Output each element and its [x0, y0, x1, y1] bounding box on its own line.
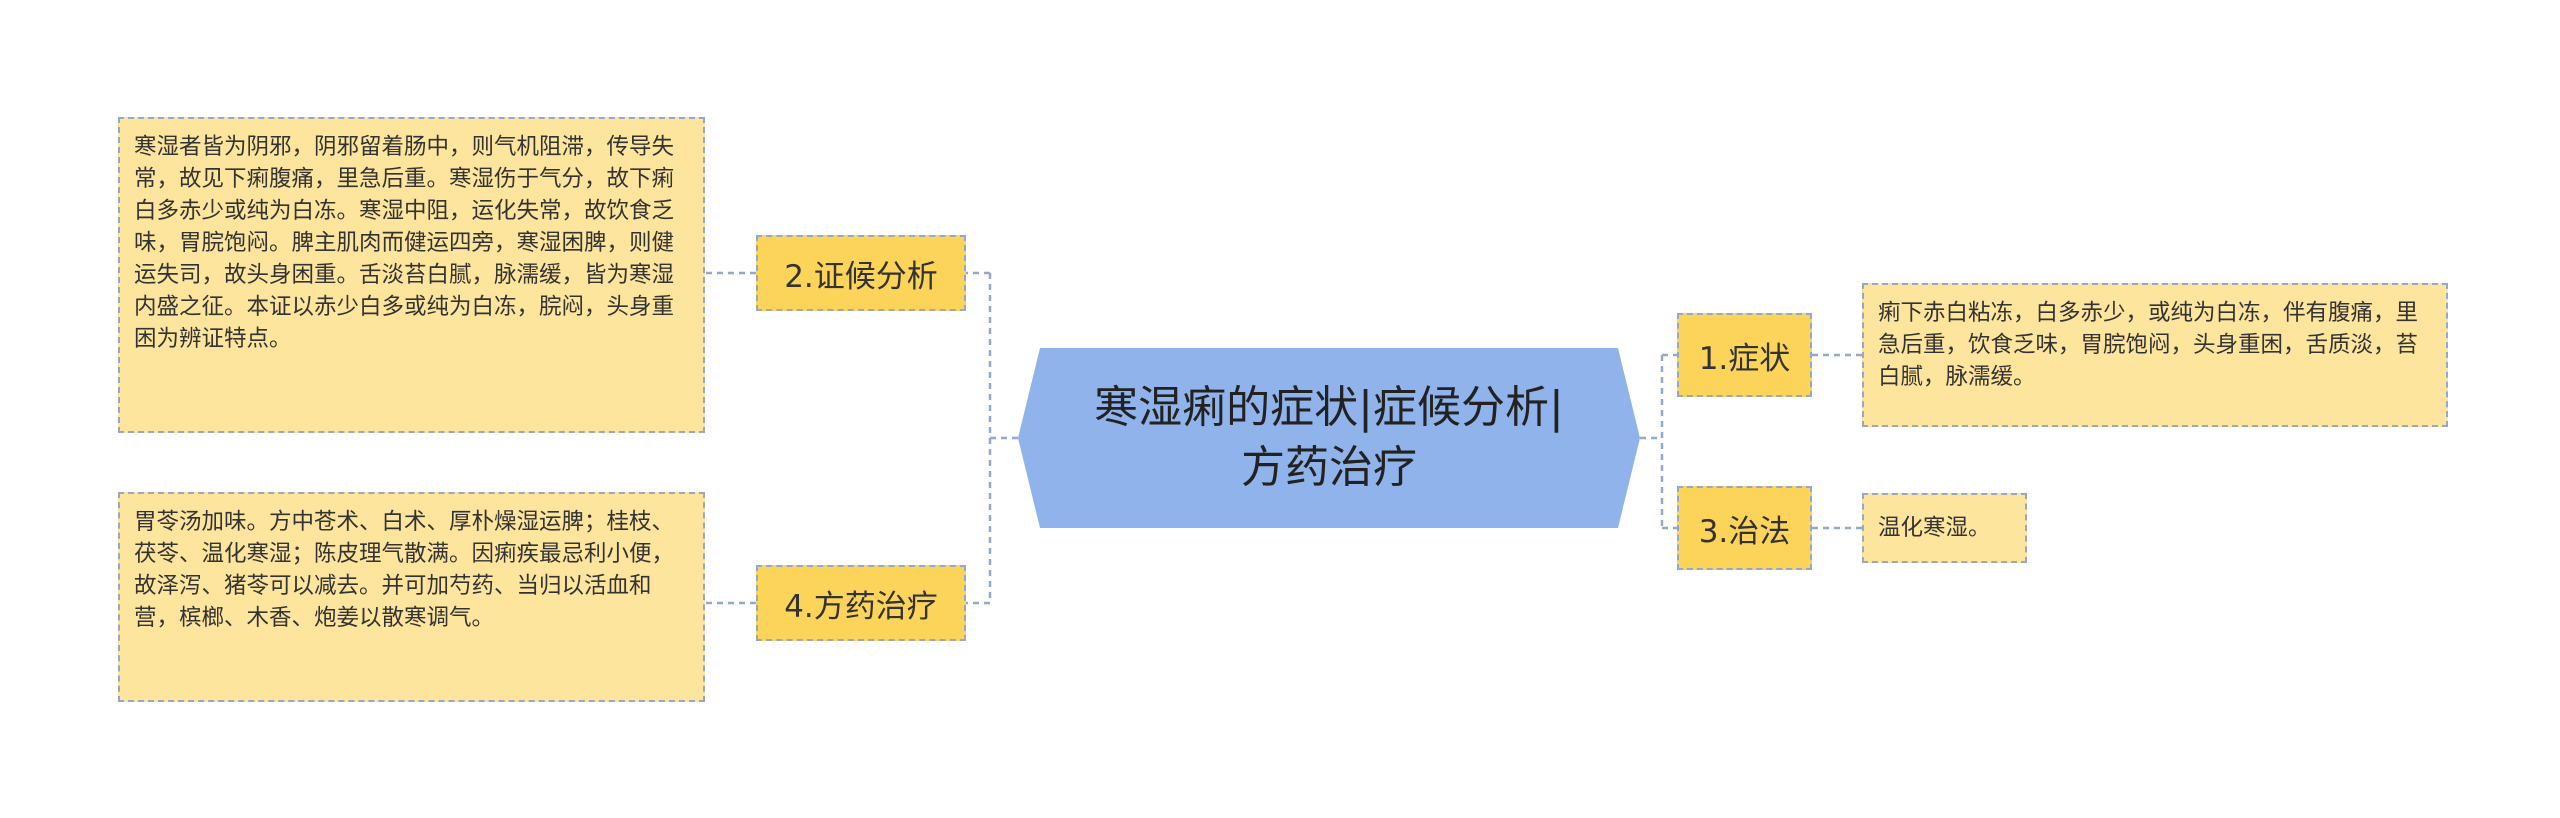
branch-treatment-method[interactable]: 3.治法 [1677, 486, 1812, 570]
leaf-prescription[interactable]: 胃苓汤加味。方中苍术、白术、厚朴燥湿运脾；桂枝、茯苓、温化寒湿；陈皮理气散满。因… [118, 492, 705, 702]
leaf-syndrome-analysis[interactable]: 寒湿者皆为阴邪，阴邪留着肠中，则气机阻滞，传导失常，故见下痢腹痛，里急后重。寒湿… [118, 117, 705, 433]
leaf-treatment-method-text: 温化寒湿。 [1878, 515, 1991, 541]
central-topic-label: 寒湿痢的症状|症候分析|方药治疗 [1094, 382, 1564, 493]
leaf-treatment-method[interactable]: 温化寒湿。 [1862, 493, 2027, 563]
leaf-symptoms-text: 痢下赤白粘冻，白多赤少，或纯为白冻，伴有腹痛，里急后重，饮食乏味，胃脘饱闷，头身… [1878, 300, 2419, 390]
central-topic[interactable]: 寒湿痢的症状|症候分析|方药治疗 [1018, 348, 1640, 528]
leaf-syndrome-analysis-text: 寒湿者皆为阴邪，阴邪留着肠中，则气机阻滞，传导失常，故见下痢腹痛，里急后重。寒湿… [134, 134, 675, 352]
branch-symptoms-label: 1.症状 [1698, 340, 1791, 377]
branch-syndrome-analysis-label: 2.证候分析 [784, 258, 938, 295]
branch-prescription[interactable]: 4.方药治疗 [756, 565, 966, 641]
leaf-prescription-text: 胃苓汤加味。方中苍术、白术、厚朴燥湿运脾；桂枝、茯苓、温化寒湿；陈皮理气散满。因… [134, 509, 675, 631]
branch-prescription-label: 4.方药治疗 [784, 588, 938, 625]
branch-treatment-method-label: 3.治法 [1698, 513, 1791, 550]
leaf-symptoms[interactable]: 痢下赤白粘冻，白多赤少，或纯为白冻，伴有腹痛，里急后重，饮食乏味，胃脘饱闷，头身… [1862, 283, 2448, 427]
branch-symptoms[interactable]: 1.症状 [1677, 313, 1812, 397]
branch-syndrome-analysis[interactable]: 2.证候分析 [756, 235, 966, 311]
